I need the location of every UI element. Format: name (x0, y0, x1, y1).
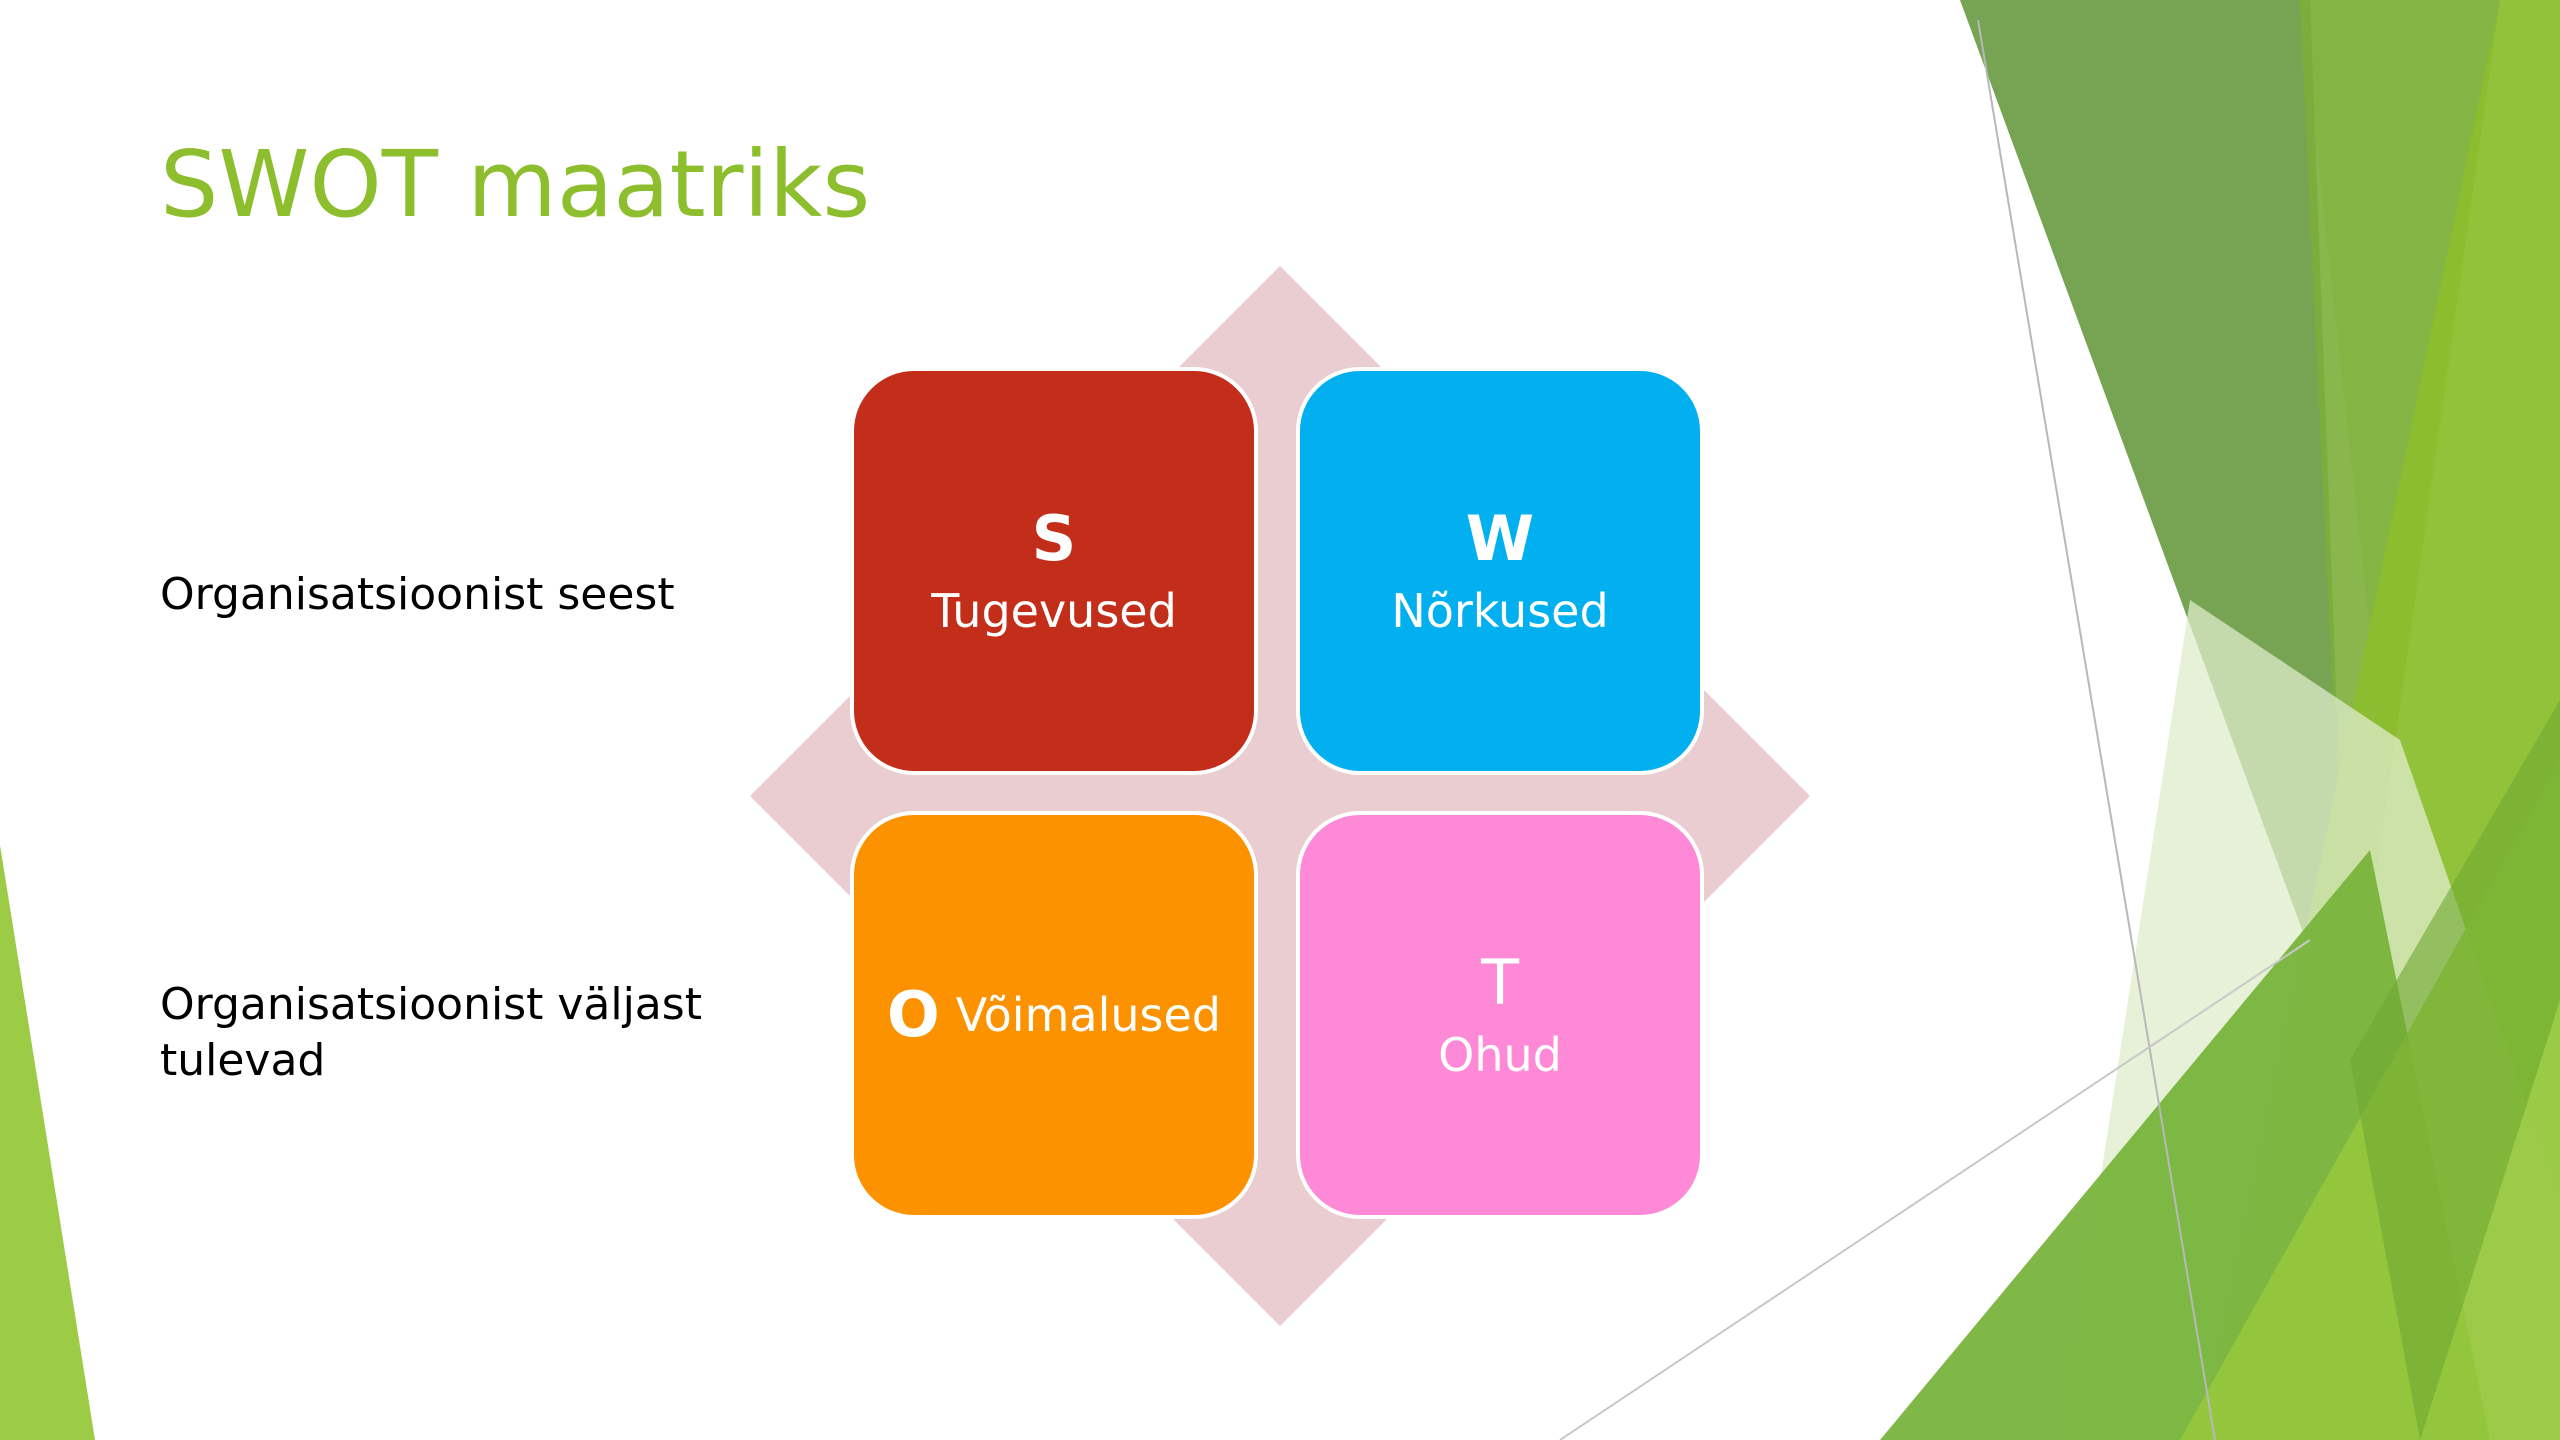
label-internal: Organisatsioonist seest (160, 569, 675, 620)
slide-title: SWOT maatriks (160, 131, 871, 238)
left-green-facet (0, 845, 95, 1440)
quadrant-strengths: S Tugevused (850, 367, 1258, 775)
quadrant-opportunities: O Võimalused (850, 811, 1258, 1219)
quadrant-letter-t: T (1481, 946, 1519, 1019)
right-olive-facet (2350, 700, 2560, 1440)
quadrant-letter-w: W (1465, 502, 1535, 575)
quadrant-text-o: Võimalused (955, 988, 1221, 1042)
quadrant-weaknesses: W Nõrkused (1296, 367, 1704, 775)
quadrant-text-w: Nõrkused (1391, 584, 1609, 638)
thin-line-2 (1559, 939, 2311, 1440)
quadrant-text-s: Tugevused (931, 584, 1177, 638)
quadrant-text-t: Ohud (1438, 1028, 1562, 1082)
quadrant-letter-o: O (887, 978, 940, 1051)
quadrant-threats: T Ohud (1296, 811, 1704, 1219)
thin-line-1 (1977, 19, 2216, 1440)
quadrant-letter-s: S (1031, 502, 1077, 575)
label-external: Organisatsioonist väljast tulevad (160, 979, 702, 1086)
